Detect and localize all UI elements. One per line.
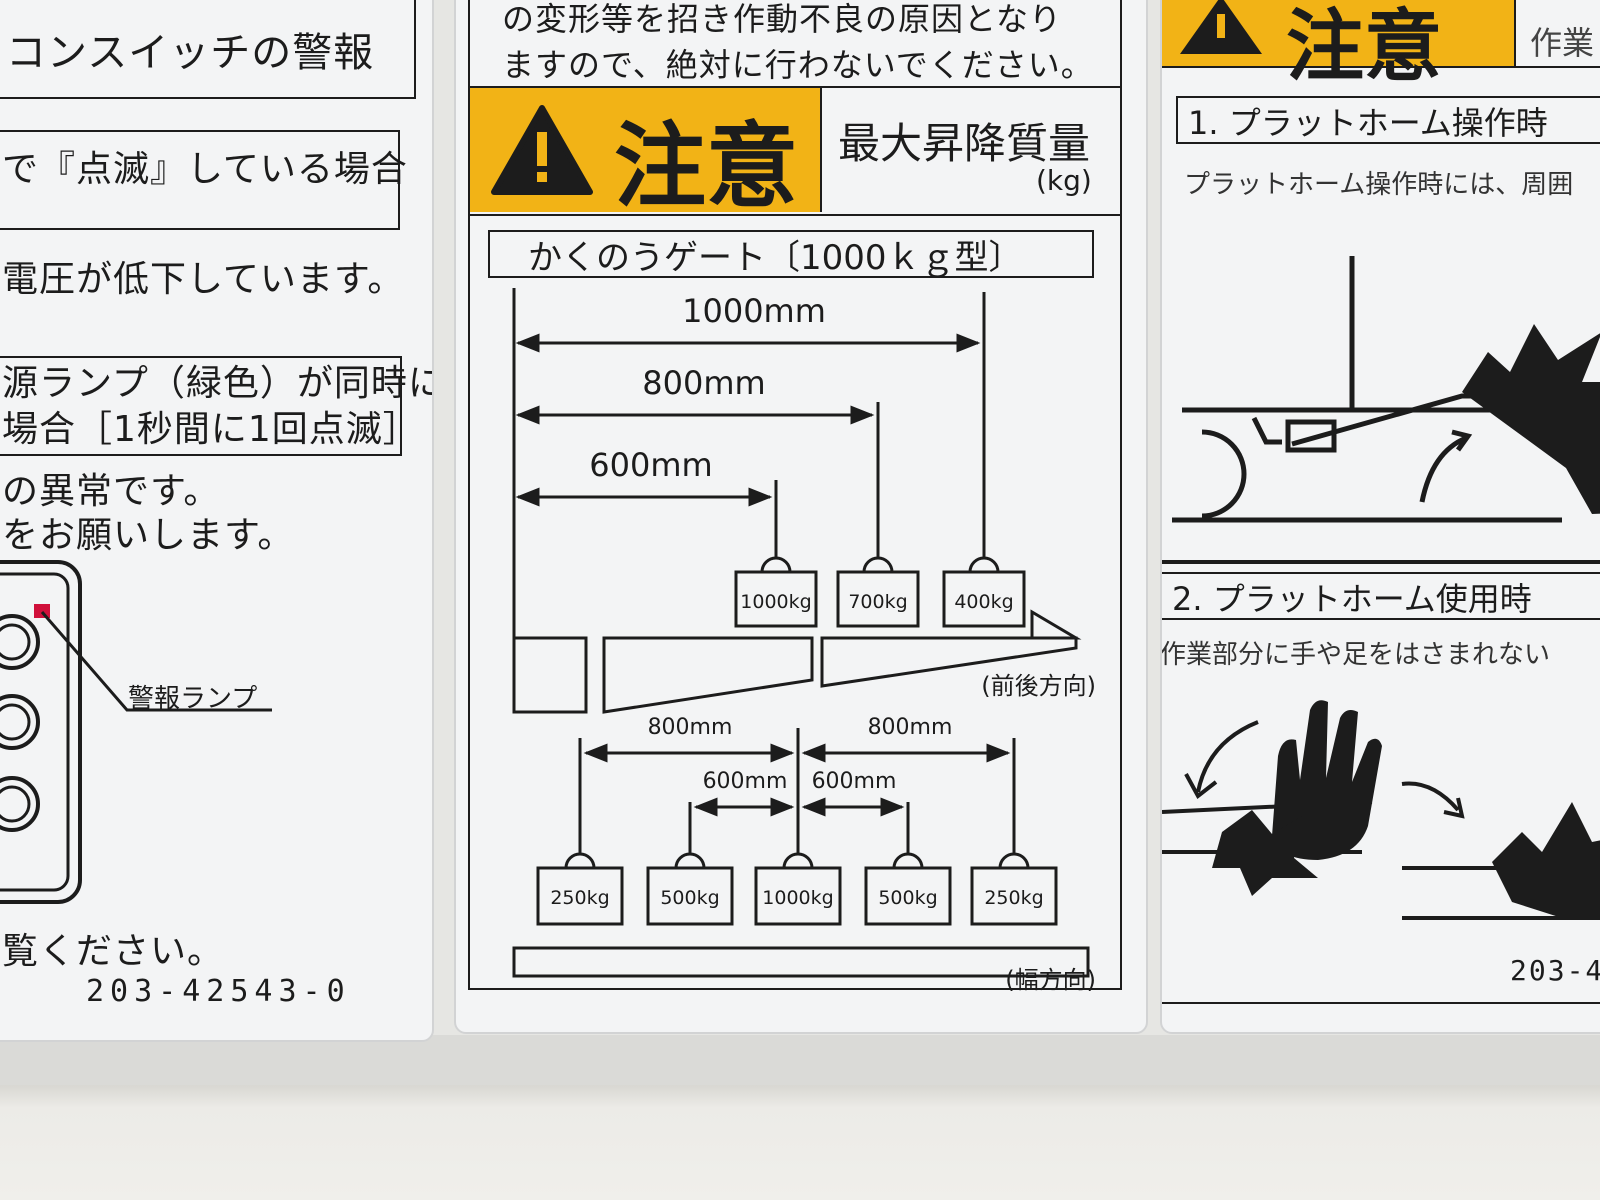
left-code: 203-42543-0 (86, 974, 351, 1009)
panel-shadow (0, 1035, 1600, 1090)
section1-text: プラットホーム操作時には、周囲 (1184, 170, 1574, 200)
caution-divider (820, 86, 822, 212)
lamp-label: 警報ランプ (128, 684, 258, 714)
left-warning-label: コンスイッチの警報 で『点滅』している場合 電圧が低下しています。 源ランプ（緑… (0, 0, 434, 1042)
section1-title-box (1176, 96, 1600, 144)
weight-700kg: 700kg (848, 591, 907, 613)
left-box1-text: で『点滅』している場合 (2, 149, 408, 190)
alarm-lamp-icon (34, 604, 50, 618)
right-caution-text: 注意 (1286, 2, 1443, 92)
top-notice-box (468, 0, 1122, 88)
width-dim-800-left: 800mm (648, 715, 733, 740)
right-warning-label: 注意 作業 1. プラットホーム操作時 プラットホーム操作時には、周囲 2. プ… (1160, 0, 1600, 1034)
section1-frame (1162, 66, 1600, 564)
width-weight-500-right: 500kg (878, 887, 937, 909)
dim-label-800mm: 800mm (642, 364, 765, 402)
diagram-frame (468, 212, 1122, 990)
gate-section-1 (602, 636, 814, 714)
remote-control-illustration (0, 560, 272, 904)
width-weight-250-right: 250kg (984, 887, 1043, 909)
dim-label-1000mm: 1000mm (682, 292, 826, 330)
top-notice-line1: の変形等を招き作動不良の原因となり (502, 0, 1063, 38)
load-diagram: 1000mm 800mm 600mm 1000kg 700kg 400kg (前… (512, 288, 1096, 994)
width-dim-600-right: 600mm (812, 769, 897, 794)
section2-frame (1162, 560, 1600, 1004)
left-box2-line2: 場合［1秒間に1回点滅］ (2, 409, 420, 450)
gate-stow-block (512, 636, 588, 714)
weight-400kg: 400kg (954, 591, 1013, 613)
rotate-arrow-left-icon (1196, 720, 1259, 793)
gate-title: かくのうゲート〔1000ｋｇ型〕 (528, 238, 1023, 278)
front-back-direction-label: (前後方向) (981, 672, 1096, 700)
section2-title-box (1162, 572, 1600, 620)
lower-ledge (0, 1085, 1600, 1200)
right-caution-divider (1514, 0, 1516, 68)
top-notice-line2: ますので、絶対に行わないでください。 (502, 46, 1094, 84)
gate-section-2 (820, 636, 1078, 688)
width-weight-500-left: 500kg (660, 887, 719, 909)
left-box1 (0, 130, 400, 230)
platform-operation-illustration (1172, 256, 1600, 523)
section2-title: 2. プラットホーム使用時 (1172, 580, 1532, 618)
rotate-arrow-right-icon (1401, 781, 1460, 812)
max-lift-unit: (kg) (1036, 164, 1092, 197)
caution-header-box (468, 86, 1122, 216)
right-caution-side: 作業 (1530, 24, 1595, 62)
weight-1000kg: 1000kg (740, 591, 811, 613)
width-weight-250-left: 250kg (550, 887, 609, 909)
left-line1: 電圧が低下しています。 (2, 259, 405, 300)
impact-burst-icon (1212, 810, 1318, 896)
left-line2: の異常です。 (2, 471, 221, 512)
width-direction-label: (幅方向) (1005, 966, 1096, 994)
max-lift-mass-label: の変形等を招き作動不良の原因となり ますので、絶対に行わないでください。 注意 … (454, 0, 1148, 1034)
width-dim-600-left: 600mm (703, 769, 788, 794)
left-line4: 覧ください。 (2, 931, 225, 972)
impact-burst-icon-2 (1492, 802, 1600, 918)
right-warning-triangle-icon (1180, 0, 1262, 54)
caution-text: 注意 (614, 113, 799, 220)
platform-width-bar (512, 946, 1090, 978)
right-code: 203-4 (1510, 954, 1600, 987)
width-dim-800-right: 800mm (868, 715, 953, 740)
gate-title-box (488, 230, 1094, 278)
pinch-burst-icon (1462, 324, 1600, 514)
width-weight-1000: 1000kg (762, 887, 833, 909)
dim-label-600mm: 600mm (589, 446, 712, 484)
left-box2 (0, 356, 402, 456)
hand-pinch-illustration (1162, 700, 1600, 920)
gate-tip (1030, 609, 1082, 640)
left-header-text: コンスイッチの警報 (6, 30, 375, 76)
warning-triangle-icon (491, 105, 593, 195)
max-lift-title: 最大昇降質量 (838, 119, 1091, 168)
section2-text: 作業部分に手や足をはさまれない (1160, 640, 1551, 670)
left-header-box (0, 0, 416, 99)
section1-title: 1. プラットホーム操作時 (1188, 104, 1548, 142)
left-box2-line1: 源ランプ（緑色）が同時に (2, 363, 434, 404)
left-line3: をお願いします。 (2, 515, 295, 556)
